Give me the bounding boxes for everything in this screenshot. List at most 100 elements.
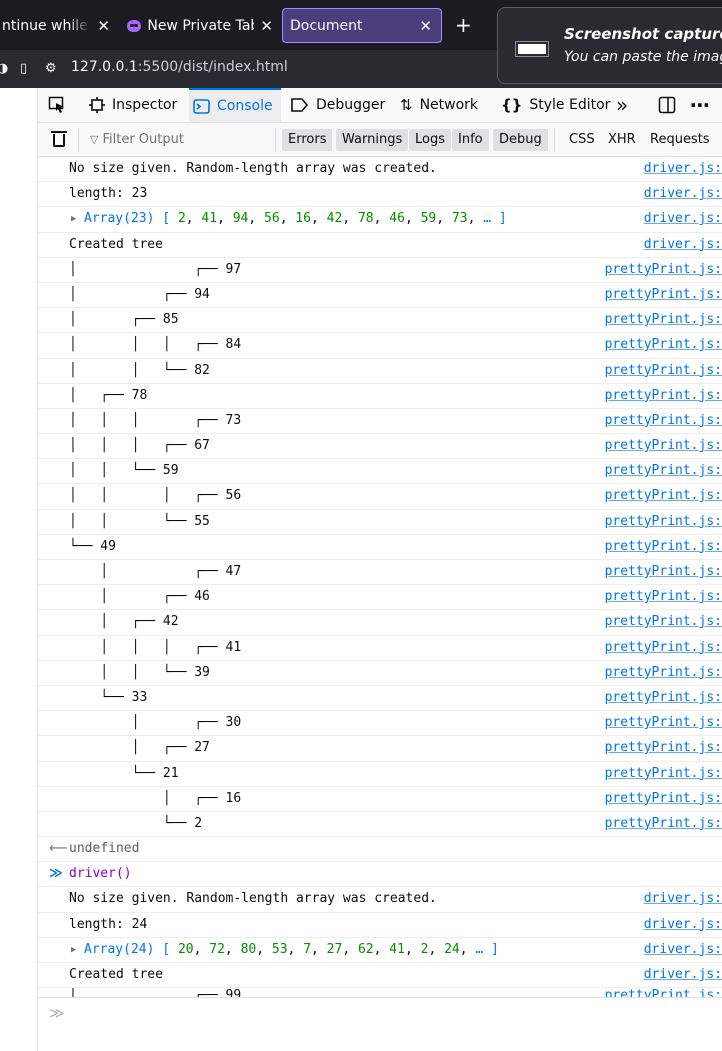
close-tab-icon[interactable]: ✕ <box>97 16 110 35</box>
filter-warnings-button[interactable]: Warnings <box>336 129 409 151</box>
tab-new-private[interactable]: New Private Tab ✕ <box>118 8 273 43</box>
source-link[interactable]: prettyPrint.js: <box>604 715 722 731</box>
source-link[interactable]: prettyPrint.js: <box>604 488 722 504</box>
shield-icon[interactable]: ◑ <box>0 61 9 76</box>
source-link[interactable]: prettyPrint.js: <box>604 513 722 529</box>
source-link[interactable]: prettyPrint.js: <box>604 790 722 806</box>
console-message-text: │ ┌── 97 <box>69 261 242 277</box>
source-link[interactable]: prettyPrint.js: <box>604 438 722 454</box>
source-link[interactable]: prettyPrint.js: <box>604 564 722 579</box>
devtools-toolbar: Inspector Console Debugger ⇅ Network {} … <box>38 88 722 123</box>
input-chevron-icon: ≫ <box>49 866 63 882</box>
filter-logs-button[interactable]: Logs <box>409 129 451 151</box>
source-link[interactable]: prettyPrint.js: <box>604 538 722 554</box>
element-picker-button[interactable] <box>48 88 70 122</box>
tab-inspector[interactable]: Inspector <box>86 88 183 122</box>
source-link[interactable]: prettyPrint.js: <box>604 337 722 353</box>
source-link[interactable]: driver.js: <box>643 161 722 176</box>
divider <box>554 128 555 152</box>
result-arrow-icon: ⟵ <box>49 841 68 857</box>
source-link[interactable]: prettyPrint.js: <box>604 261 722 277</box>
page-icon[interactable]: ▯ <box>20 61 28 76</box>
filter-info-button[interactable]: Info <box>452 129 489 151</box>
tab-debugger[interactable]: Debugger <box>288 88 391 122</box>
clear-console-icon[interactable] <box>51 130 67 148</box>
source-link[interactable]: prettyPrint.js: <box>604 412 722 428</box>
console-message-text: │ ┌── 94 <box>69 286 210 302</box>
expand-twisty-icon[interactable]: ▶ <box>71 944 77 955</box>
console-message-text: │ ┌── 42 <box>69 614 179 630</box>
filter-errors-button[interactable]: Errors <box>282 129 333 151</box>
source-link[interactable]: driver.js: <box>643 211 722 227</box>
source-link[interactable]: prettyPrint.js: <box>604 387 722 403</box>
source-link[interactable]: prettyPrint.js: <box>604 689 722 705</box>
console-message-text: │ ┌── 85 <box>69 312 179 328</box>
tab-continue[interactable]: ntinue while lo ✕ <box>0 8 110 43</box>
tab-document[interactable]: Document ✕ <box>282 8 442 43</box>
array-preview[interactable]: Array(24) [ 20, 72, 80, 53, 7, 27, 62, 4… <box>84 941 499 957</box>
source-link[interactable]: prettyPrint.js: <box>604 463 722 479</box>
filter-output-input[interactable]: ▽Filter Output <box>90 132 184 147</box>
source-link[interactable]: prettyPrint.js: <box>604 362 722 378</box>
source-link[interactable]: driver.js: <box>643 916 722 932</box>
source-link[interactable]: prettyPrint.js: <box>604 614 722 630</box>
close-tab-icon[interactable]: ✕ <box>419 16 432 35</box>
inspector-icon <box>89 97 105 113</box>
console-message-row: No size given. Random-length array was c… <box>38 157 722 183</box>
console-message-text: │ │ │ ┌── 73 <box>69 412 242 428</box>
source-link[interactable]: driver.js: <box>643 891 722 907</box>
source-link[interactable]: prettyPrint.js: <box>604 589 722 605</box>
more-tabs-button[interactable]: » <box>616 93 629 117</box>
devtools-menu-button[interactable]: ⋯ <box>690 93 710 117</box>
console-input[interactable]: ≫ <box>38 997 722 1029</box>
source-link[interactable]: prettyPrint.js: <box>604 740 722 756</box>
array-preview[interactable]: Array(23) [ 2, 41, 94, 56, 16, 42, 78, 4… <box>84 211 507 227</box>
filter-css-button[interactable]: CSS <box>569 132 595 147</box>
source-link[interactable]: driver.js: <box>643 186 722 202</box>
tab-style-editor[interactable]: {} Style Editor <box>499 88 616 122</box>
tab-label: Console <box>217 98 273 114</box>
private-mask-icon <box>127 19 142 32</box>
permissions-icon[interactable]: ⚙ <box>45 61 57 76</box>
source-link[interactable]: prettyPrint.js: <box>604 664 722 680</box>
filter-xhr-button[interactable]: XHR <box>608 132 636 147</box>
source-link[interactable]: driver.js: <box>643 236 722 252</box>
tab-title: New Private Tab <box>147 17 255 34</box>
source-link[interactable]: prettyPrint.js: <box>604 815 722 831</box>
filter-requests-button[interactable]: Requests <box>650 132 710 147</box>
source-link[interactable]: prettyPrint.js: <box>604 765 722 781</box>
source-link[interactable]: prettyPrint.js: <box>604 312 722 328</box>
notification-subtitle: You can paste the image <box>564 49 722 65</box>
tab-network[interactable]: ⇅ Network <box>398 88 484 122</box>
console-message-row: ▶ Array(23) [ 2, 41, 94, 56, 16, 42, 78, … <box>38 207 722 233</box>
source-link[interactable]: prettyPrint.js: <box>604 639 722 655</box>
tab-console[interactable]: Console <box>189 88 281 122</box>
close-tab-icon[interactable]: ✕ <box>260 16 273 35</box>
filter-debug-button[interactable]: Debug <box>493 129 548 151</box>
source-link[interactable]: driver.js: <box>643 941 722 957</box>
dock-options-button[interactable] <box>658 88 676 122</box>
source-link[interactable]: driver.js: <box>643 967 722 982</box>
url-text[interactable]: 127.0.0.1:5500/dist/index.html <box>71 59 288 75</box>
console-message-text: │ │ └── 39 <box>69 664 210 680</box>
new-tab-button[interactable]: + <box>455 13 472 37</box>
source-link[interactable]: prettyPrint.js: <box>604 286 722 302</box>
expand-twisty-icon[interactable]: ▶ <box>71 214 77 225</box>
source-link[interactable]: prettyPrint.js: <box>604 988 722 997</box>
console-message-row: │ ┌── 85 prettyPrint.js: <box>38 308 722 334</box>
console-output[interactable]: No size given. Random-length array was c… <box>38 157 722 997</box>
screenshot-notification[interactable]: Screenshot captured You can paste the im… <box>497 7 722 84</box>
